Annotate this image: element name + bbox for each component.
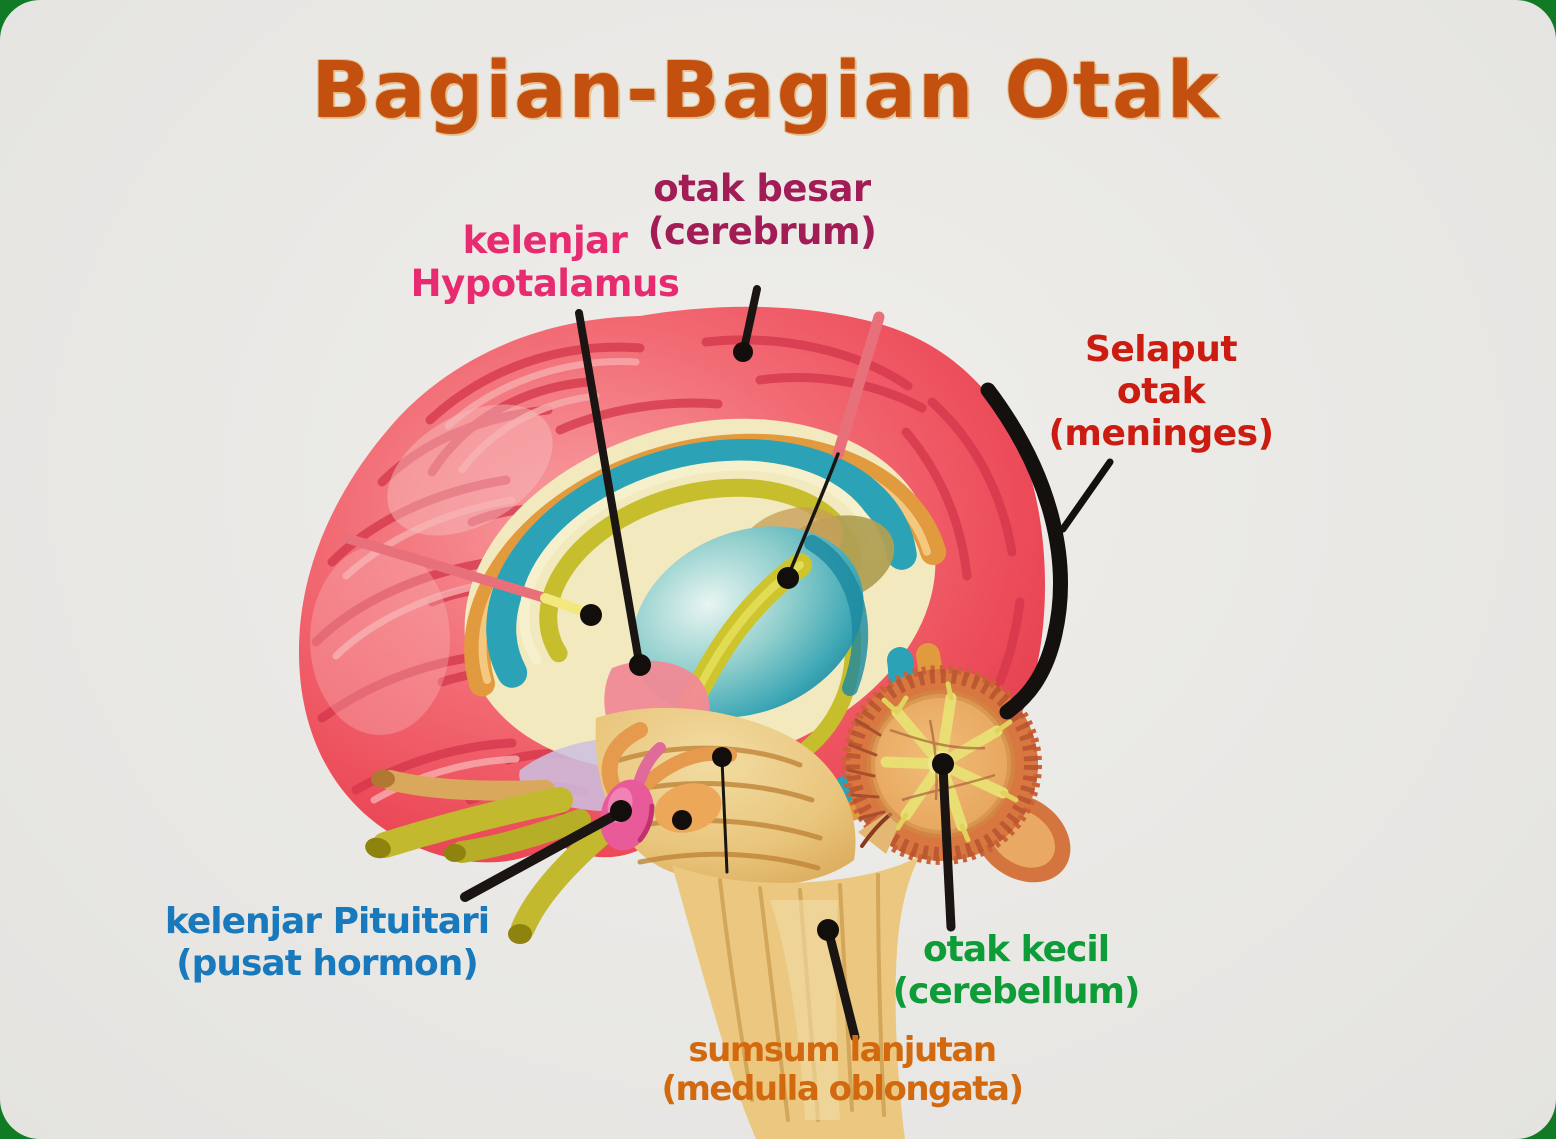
label-kelenjar-hypotalamus: kelenjar Hypotalamus <box>410 219 680 305</box>
hypothalamus-dot <box>629 654 651 676</box>
label-sumsum-lanjutan: sumsum lanjutan (medulla oblongata) <box>661 1030 1024 1110</box>
thalamus-shape <box>632 507 895 718</box>
section-marker-lines <box>341 311 885 874</box>
label-kelenjar-pituitari: kelenjar Pituitari (pusat hormon) <box>164 901 490 984</box>
cerebellum-shape <box>842 665 1071 883</box>
page-title: Bagian-Bagian Otak <box>311 46 1221 136</box>
meninges-leader-line <box>1059 458 1114 533</box>
medulla-leader-line <box>824 928 860 1042</box>
hypothalamus-leader-line <box>575 309 643 666</box>
label-selaput-otak: Selaput otak (meninges) <box>1048 329 1274 454</box>
cerebellum-dot <box>932 753 954 775</box>
medulla-dot <box>817 919 839 941</box>
cerebellum-leader-line <box>938 762 956 932</box>
mammillary-dot <box>672 810 692 830</box>
meninges-arc <box>980 382 1114 720</box>
leader-lines <box>460 285 956 1042</box>
label-otak-kecil: otak kecil (cerebellum) <box>892 929 1141 1012</box>
section-dot <box>580 604 602 626</box>
pituitary-leader-line <box>460 809 622 902</box>
pituitary-dot <box>610 800 632 822</box>
ventricle-dot <box>712 747 732 767</box>
label-otak-besar: otak besar (cerebrum) <box>647 167 877 253</box>
cerebrum-leader-line <box>740 285 761 353</box>
thalamus-dot <box>777 567 799 589</box>
cerebrum-dot <box>733 342 753 362</box>
